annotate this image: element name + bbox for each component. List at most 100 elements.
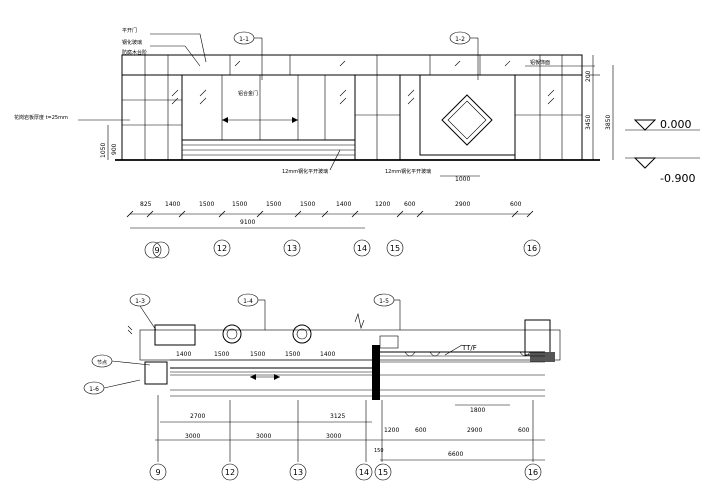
detail-box bbox=[379, 335, 399, 349]
axis-label: 12 bbox=[217, 244, 227, 253]
level-marker-icon bbox=[633, 119, 657, 131]
planter-left bbox=[222, 324, 242, 344]
axis-bubble bbox=[523, 239, 541, 257]
elevation-left-dimensions: 1050 900 bbox=[100, 125, 118, 160]
arrow-left-icon bbox=[250, 374, 256, 380]
dim-text: 3000 bbox=[326, 433, 341, 440]
plan-view: 1-3 1-4 1-5 1-6 节点 bbox=[83, 293, 561, 481]
callout-leader bbox=[139, 305, 157, 331]
stair-note: TT/F bbox=[461, 344, 477, 352]
axis-bubble bbox=[524, 463, 542, 481]
dim-tick-mark bbox=[178, 210, 186, 218]
axis-label: 16 bbox=[527, 244, 537, 253]
planter-right bbox=[292, 324, 312, 344]
planter-icon bbox=[222, 324, 242, 344]
plan-axis-lines bbox=[157, 395, 534, 462]
dim-tick-mark bbox=[511, 210, 519, 218]
dim-total: 6600 bbox=[448, 451, 463, 458]
plan-dimension-rows: 2700 3125 1800 3000 3000 3000 1200 600 2… bbox=[155, 404, 545, 461]
drain-detail bbox=[404, 351, 416, 357]
axis-bubble bbox=[353, 239, 371, 257]
facade-left-pier bbox=[121, 74, 183, 161]
axis-bubble bbox=[355, 463, 373, 481]
note-text: 防腐木台阶 bbox=[122, 49, 147, 56]
facade-cornice bbox=[121, 54, 583, 76]
dim-text: 1400 bbox=[336, 201, 351, 208]
facade-outline bbox=[121, 54, 583, 161]
plan-column-corner bbox=[144, 361, 168, 385]
arrow-left-icon bbox=[222, 117, 228, 123]
plan-wall-center bbox=[372, 345, 380, 400]
callout-label: 1-5 bbox=[379, 298, 389, 305]
elevation-notes: 平开门 钢化玻璃 防腐木台阶 花岗岩板厚度 t=25mm 铝合金门 12mm钢化… bbox=[14, 27, 595, 175]
arrow-right-icon bbox=[292, 117, 298, 123]
plan-column-left bbox=[154, 324, 196, 346]
dim-text: 200 bbox=[585, 70, 592, 82]
dim-text: 825 bbox=[140, 201, 152, 208]
axis-bubble bbox=[221, 463, 239, 481]
callout-label: 1-4 bbox=[243, 298, 253, 305]
plan-callouts: 1-3 1-4 1-5 1-6 bbox=[83, 293, 401, 395]
dim-text: 3000 bbox=[185, 433, 200, 440]
dim-tick-mark bbox=[416, 210, 424, 218]
level-top: 0.000 bbox=[660, 118, 692, 131]
facade-panel-lines bbox=[122, 55, 582, 160]
note-leader bbox=[150, 33, 207, 63]
glass-reflection-marks bbox=[171, 60, 555, 105]
axis-bubble bbox=[144, 241, 162, 259]
glass-note: 12mm钢化平开玻璃 bbox=[385, 168, 431, 175]
dim-tick-mark bbox=[396, 210, 404, 218]
axis-bubble bbox=[149, 463, 167, 481]
plan-top-dimensions: 1400 1500 1500 1500 1400 bbox=[170, 351, 372, 361]
dim-tick-mark bbox=[146, 210, 154, 218]
drain-detail bbox=[429, 351, 441, 357]
axis-bubble bbox=[213, 239, 231, 257]
dim-tick-mark bbox=[526, 210, 534, 218]
door-width-dim: 1000 bbox=[455, 176, 470, 183]
axis-label: 15 bbox=[390, 244, 400, 253]
left-note-text: 花岗岩板厚度 t=25mm bbox=[14, 114, 68, 121]
axis-label: 9 bbox=[155, 468, 160, 477]
axis-label: 9 bbox=[154, 246, 159, 255]
dim-text: 600 bbox=[510, 201, 522, 208]
callout-leader bbox=[111, 360, 151, 366]
dim-tick-mark bbox=[218, 210, 226, 218]
level-marker-icon bbox=[633, 157, 657, 169]
axis-bubble bbox=[386, 239, 404, 257]
dim-total: 9100 bbox=[240, 219, 255, 226]
facade-mid-pier bbox=[354, 74, 401, 161]
plan-outline bbox=[139, 329, 561, 361]
dim-text: 3125 bbox=[330, 413, 345, 420]
break-mark-icon bbox=[354, 312, 365, 330]
facade-right-pier bbox=[514, 74, 583, 161]
dim-tick-mark bbox=[351, 210, 359, 218]
dim-text: 2900 bbox=[455, 201, 470, 208]
axis-bubble bbox=[283, 239, 301, 257]
axis-label: 14 bbox=[357, 244, 367, 253]
plan-right-details bbox=[379, 335, 531, 357]
axis-bubble bbox=[152, 241, 170, 259]
dim-tick-mark bbox=[294, 210, 302, 218]
dim-text: 1800 bbox=[470, 407, 485, 414]
axis-label: 13 bbox=[293, 468, 303, 477]
axis-bubble bbox=[289, 463, 307, 481]
dim-text: 3000 bbox=[256, 433, 271, 440]
right-note-text: 铝板饰面 bbox=[530, 59, 550, 66]
axis-label: 13 bbox=[287, 244, 297, 253]
axis-label: 16 bbox=[528, 468, 538, 477]
storefront-mullions bbox=[221, 75, 326, 140]
callout-label: 1-2 bbox=[455, 36, 465, 43]
storefront-glazing bbox=[181, 74, 356, 141]
detail-tag-label: 节点 bbox=[97, 360, 107, 366]
dim-text: 1200 bbox=[384, 427, 399, 434]
axis-label: 15 bbox=[378, 468, 388, 477]
elevation-view: 1-1 1-2 平开门 钢化玻璃 防腐木台阶 花岗岩板厚度 t=25mm 铝合金… bbox=[14, 27, 700, 259]
elevation-right-dimensions: 200 3450 3850 0.000 -0.900 bbox=[585, 55, 700, 185]
callout-label: 1-1 bbox=[239, 36, 249, 43]
drain-detail bbox=[519, 351, 531, 357]
level-bottom: -0.900 bbox=[660, 172, 695, 185]
note-text: 钢化玻璃 bbox=[122, 39, 142, 46]
planter-inner bbox=[296, 328, 308, 340]
diamond-ornament bbox=[441, 94, 493, 146]
